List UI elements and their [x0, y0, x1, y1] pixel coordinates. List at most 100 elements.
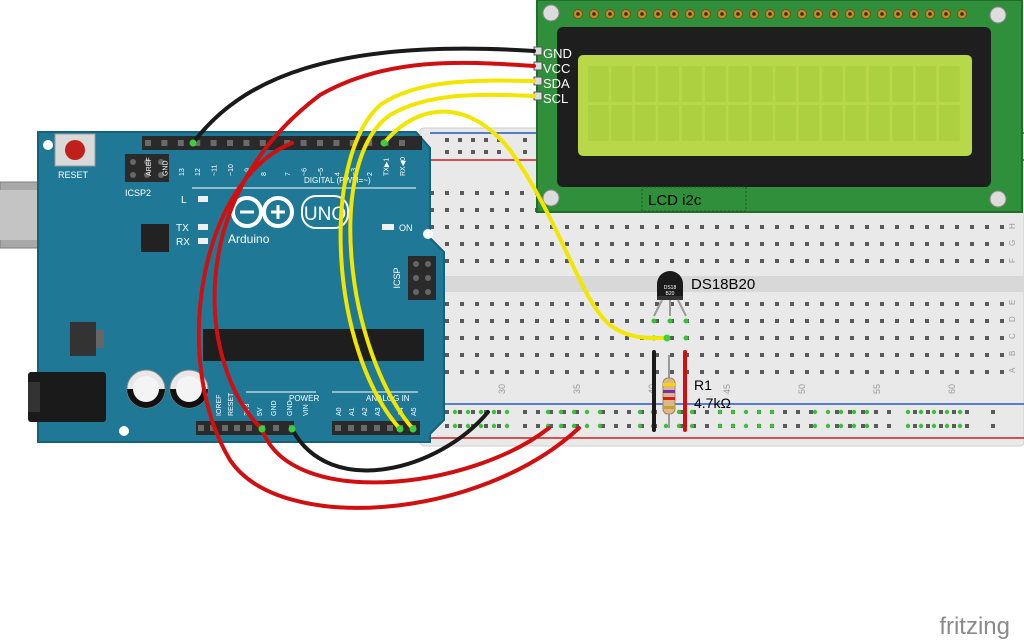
- breadboard-hole: [1000, 336, 1004, 340]
- lcd-pad-hole: [816, 12, 820, 16]
- breadboard-hole: [895, 259, 899, 263]
- connected-hole: [825, 409, 831, 415]
- breadboard-hole: [955, 353, 959, 357]
- digital-pin-label: TX▶1: [384, 158, 391, 176]
- arduino-infinity-logo-icon: [231, 196, 294, 228]
- breadboard-hole: [490, 242, 494, 246]
- breadboard-hole: [565, 370, 569, 374]
- connected-hole: [683, 335, 689, 341]
- connected-hole: [597, 423, 603, 429]
- lcd-label: LCD i2c: [648, 192, 702, 209]
- rail-hole: [913, 424, 917, 428]
- breadboard-hole: [835, 302, 839, 306]
- digital-pin-label: ~6: [302, 168, 309, 176]
- breadboard-hole: [520, 319, 524, 323]
- rail-hole: [705, 424, 709, 428]
- rail-hole: [445, 138, 449, 142]
- rail-hole: [783, 424, 787, 428]
- rail-hole: [796, 410, 800, 414]
- analog-pin-label: A3: [375, 407, 382, 416]
- connected-hole: [838, 409, 844, 415]
- uno-label: UNO: [304, 204, 346, 225]
- breadboard-hole: [715, 319, 719, 323]
- rail-hole: [874, 424, 878, 428]
- breadboard-hole: [865, 225, 869, 229]
- breadboard-hole: [595, 336, 599, 340]
- connected-hole: [812, 423, 818, 429]
- breadboard-hole: [550, 302, 554, 306]
- wire-breadboard-gnd[interactable]: [290, 410, 490, 473]
- header-hole: [177, 140, 184, 146]
- rail-hole: [601, 410, 605, 414]
- breadboard-hole: [850, 319, 854, 323]
- breadboard-hole: [670, 225, 674, 229]
- breadboard-hole: [820, 225, 824, 229]
- wire-breadboard-vcc[interactable]: [260, 426, 551, 485]
- breadboard-hole: [835, 259, 839, 263]
- breadboard-hole: [535, 370, 539, 374]
- breadboard-hole: [655, 319, 659, 323]
- breadboard-hole: [760, 353, 764, 357]
- breadboard-hole: [775, 259, 779, 263]
- rail-hole: [523, 424, 527, 428]
- led-tx-label: TX: [176, 223, 189, 234]
- wire-breadboard-vcc-loop[interactable]: [196, 141, 581, 510]
- connected-hole: [756, 409, 762, 415]
- breadboard-hole: [460, 208, 464, 212]
- breadboard-hole: [550, 370, 554, 374]
- breadboard-hole: [715, 259, 719, 263]
- resistor-value: 4.7kΩ: [694, 395, 731, 411]
- breadboard-hole: [985, 259, 989, 263]
- breadboard-hole: [655, 225, 659, 229]
- lcd-pin-label: SCL: [543, 91, 568, 106]
- breadboard-hole: [625, 259, 629, 263]
- lcd-cell: [798, 66, 820, 102]
- connected-hole: [504, 409, 510, 415]
- fritzing-watermark: fritzing: [939, 613, 1010, 640]
- lcd-pad-hole: [848, 12, 852, 16]
- rail-hole: [627, 424, 631, 428]
- breadboard-hole: [880, 225, 884, 229]
- wire-lcd-gnd[interactable]: [191, 46, 536, 145]
- breadboard-hole: [490, 259, 494, 263]
- breadboard-hole: [895, 319, 899, 323]
- breadboard-hole: [580, 242, 584, 246]
- reset-button-cap[interactable]: [65, 140, 85, 160]
- digital-pin-label: 7: [285, 172, 292, 176]
- breadboard-hole: [730, 370, 734, 374]
- header-hole: [246, 425, 252, 431]
- wire-lcd-scl[interactable]: [348, 92, 536, 431]
- breadboard-hole: [805, 319, 809, 323]
- breadboard-hole: [655, 353, 659, 357]
- led-rx: [198, 238, 208, 244]
- wire-lcd-sda[interactable]: [338, 78, 536, 431]
- lcd-cell: [588, 105, 609, 141]
- breadboard-hole: [1000, 259, 1004, 263]
- breadboard-hole: [565, 353, 569, 357]
- connected-hole: [452, 409, 458, 415]
- breadboard-hole: [760, 370, 764, 374]
- breadboard-hole: [475, 242, 479, 246]
- rail-hole: [913, 410, 917, 414]
- connected-hole: [825, 423, 831, 429]
- rail-hole: [705, 410, 709, 414]
- breadboard-hole: [775, 336, 779, 340]
- breadboard-hole: [550, 242, 554, 246]
- breadboard-hole: [550, 319, 554, 323]
- breadboard-hole: [895, 302, 899, 306]
- breadboard-hole: [865, 319, 869, 323]
- breadboard-hole: [745, 225, 749, 229]
- breadboard-hole: [640, 259, 644, 263]
- breadboard-hole: [550, 353, 554, 357]
- header-hole: [349, 140, 356, 146]
- wire-sensor-data[interactable]: [382, 109, 669, 341]
- rail-hole: [562, 424, 566, 428]
- breadboard-hole: [670, 242, 674, 246]
- breadboard-hole: [895, 242, 899, 246]
- breadboard-hole: [460, 336, 464, 340]
- analog-pin-label: A2: [362, 407, 369, 416]
- connected-hole: [676, 409, 682, 415]
- breadboard-hole: [595, 302, 599, 306]
- breadboard-hole: [580, 302, 584, 306]
- wire-lcd-vcc[interactable]: [212, 60, 536, 431]
